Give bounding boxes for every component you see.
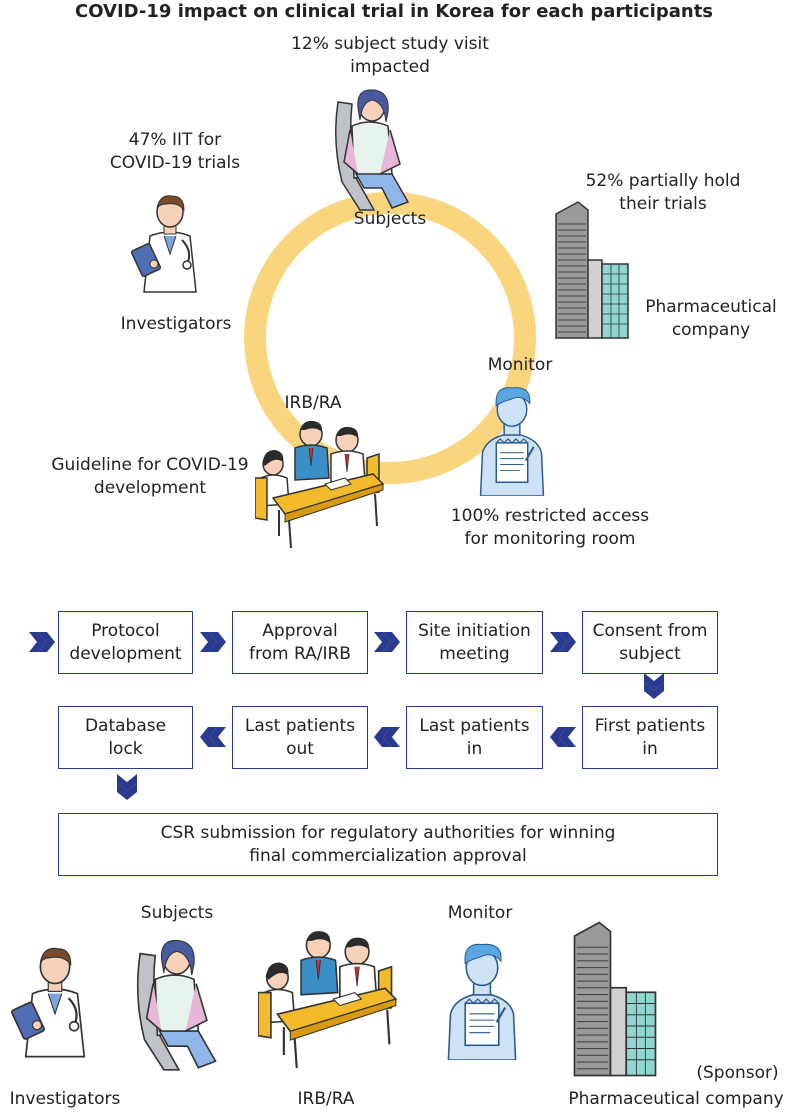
bottom-pharma-label: Pharmaceutical company: [568, 1089, 784, 1109]
chevron-right-icon: [373, 632, 401, 652]
chevron-left-icon: [199, 727, 227, 747]
building-icon: [570, 920, 660, 1078]
chevron-left-icon: [373, 727, 401, 747]
sponsor-label: (Sponsor): [696, 1063, 779, 1083]
chevron-left-icon: [549, 727, 577, 747]
page-title: COVID-19 impact on clinical trial in Kor…: [74, 1, 714, 22]
bottom-investigators-label: Investigators: [9, 1089, 121, 1109]
chevron-right-icon: [28, 632, 56, 652]
subjects-label: Subjects: [353, 209, 427, 229]
bottom-monitor-label: Monitor: [447, 903, 513, 923]
investigators-label: Investigators: [120, 314, 232, 334]
subject-figure-icon: [330, 82, 420, 212]
bottom-subjects-label: Subjects: [140, 903, 214, 923]
chevron-right-icon: [549, 632, 577, 652]
flow-step-csr-submission: CSR submission for regulatory authoritie…: [58, 813, 718, 876]
subject-figure-icon: [130, 932, 230, 1072]
monitor-figure-icon: [472, 378, 552, 496]
irb-stat: Guideline for COVID-19 development: [51, 455, 249, 498]
investigators-stat: 47% IIT for COVID-19 trials: [109, 130, 241, 173]
bottom-irb-label: IRB/RA: [297, 1089, 355, 1109]
subjects-stat: 12% subject study visit impacted: [291, 34, 489, 77]
pharma-label: Pharmaceutical company: [645, 297, 777, 340]
meeting-figure-icon: [258, 928, 398, 1068]
doctor-figure-icon: [130, 184, 210, 294]
monitor-figure-icon: [440, 934, 524, 1060]
chevron-down-icon: [117, 774, 137, 800]
doctor-figure-icon: [10, 935, 100, 1059]
building-icon: [552, 200, 632, 340]
chevron-down-icon: [644, 673, 664, 699]
chevron-right-icon: [199, 632, 227, 652]
monitor-stat: 100% restricted access for monitoring ro…: [450, 506, 650, 549]
monitor-label: Monitor: [487, 355, 553, 375]
meeting-figure-icon: [255, 418, 385, 548]
irb-label: IRB/RA: [284, 393, 342, 413]
pharma-stat: 52% partially hold their trials: [585, 171, 741, 214]
